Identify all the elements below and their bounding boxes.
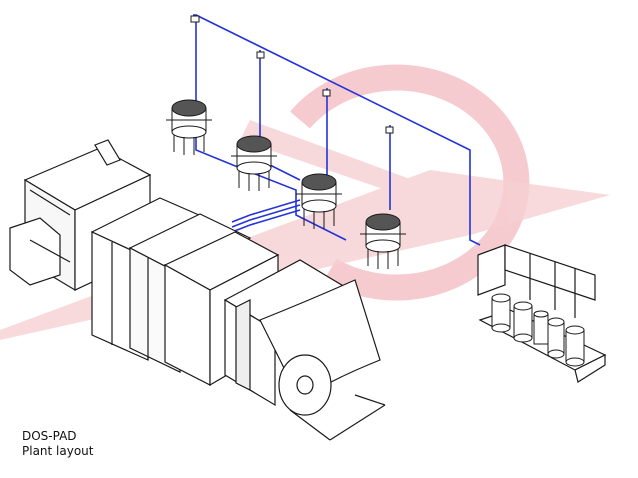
dosing-drums [491,293,585,367]
drawing-title: DOS-PAD [22,429,77,443]
drawing-subtitle: Plant layout [22,444,94,458]
mixing-tank-1 [166,99,212,155]
mixing-tank-4 [360,213,406,269]
piping-network [193,14,481,246]
mixing-tank-2 [231,135,277,191]
pipe-valves [190,15,394,134]
logo-watermark [290,64,530,301]
mixing-tank-3 [296,173,342,229]
roll-unwinder [223,259,386,441]
drawing-caption: DOS-PAD Plant layout [22,429,94,459]
